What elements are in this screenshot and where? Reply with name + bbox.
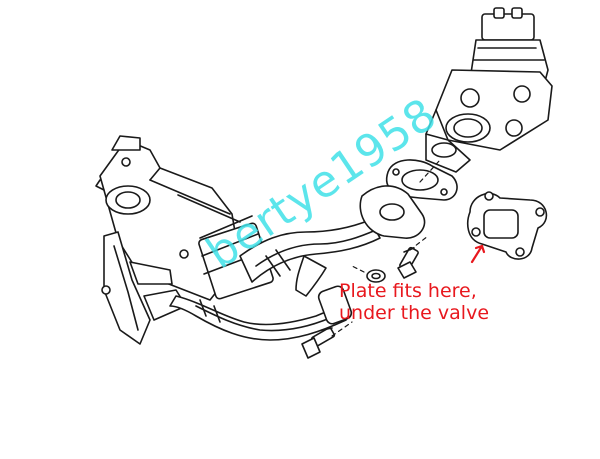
annotation-line-2: under the valve [339, 302, 490, 324]
o-ring-icon [366, 269, 386, 283]
bolt-icon [397, 246, 419, 279]
egr-cooler-icon [95, 135, 274, 345]
lower-pipe-icon [169, 285, 353, 341]
bolt-icon [301, 327, 336, 359]
arrow-icon [470, 244, 486, 264]
gasket-plate-icon [467, 191, 548, 260]
assembly-lines [331, 159, 441, 337]
egr-pipe-icon [239, 185, 426, 297]
egr-valve-icon [425, 7, 553, 173]
annotation-line-1: Plate fits here, [339, 280, 477, 302]
annotation-callout: Plate fits here, under the valve [339, 280, 539, 324]
